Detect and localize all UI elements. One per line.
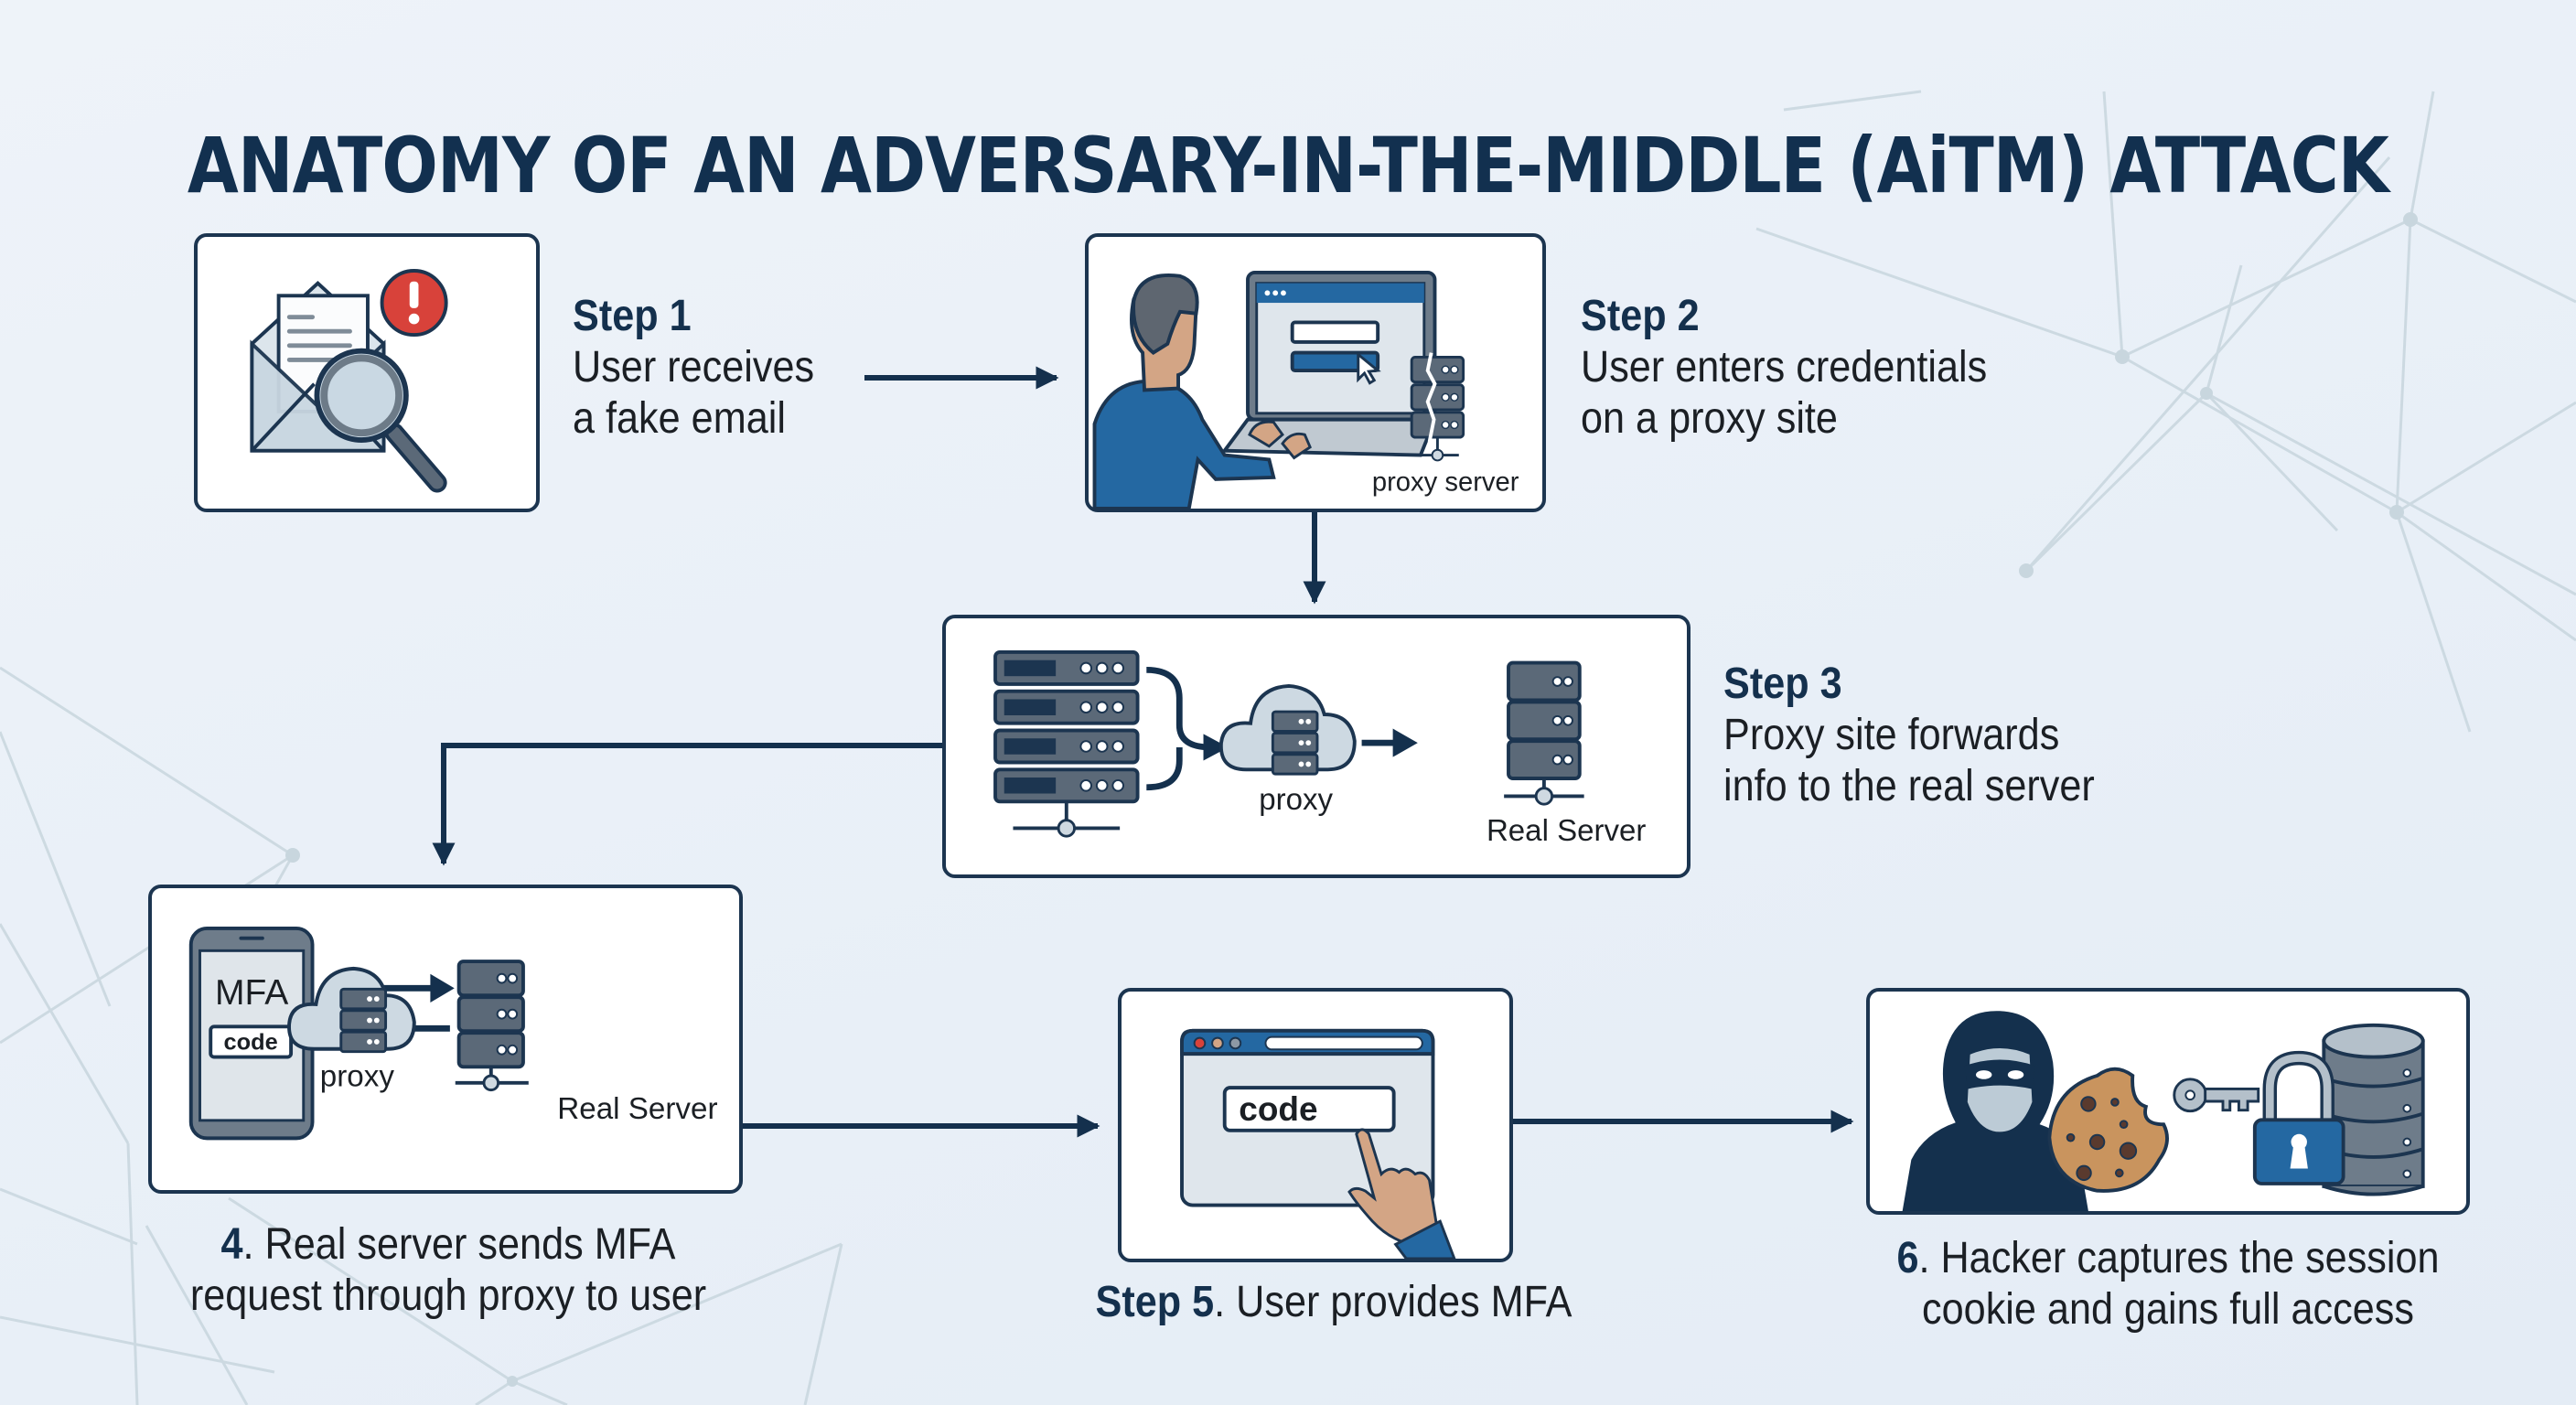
step1-heading: Step 1 xyxy=(573,292,692,340)
real-server-icon xyxy=(455,960,529,1092)
phone-icon: MFA code xyxy=(188,926,315,1141)
step2-description: Step 2 User enters credentials on a prox… xyxy=(1581,291,1987,445)
real-server-icon xyxy=(1504,660,1584,806)
step5-number: Step 5 xyxy=(1095,1278,1215,1326)
step6-description: 6. Hacker captures the session cookie an… xyxy=(1863,1233,2473,1335)
magnifier-icon xyxy=(314,348,447,493)
step6-number: 6 xyxy=(1896,1234,1919,1282)
alert-badge-icon xyxy=(380,269,448,338)
step6-line2: cookie and gains full access xyxy=(1922,1285,2414,1334)
step3-proxy-label: proxy xyxy=(1259,783,1333,817)
cursor-icon xyxy=(1357,351,1381,385)
step4-line1: . Real server sends MFA xyxy=(242,1220,676,1269)
page-title: ANATOMY OF AN ADVERSARY-IN-THE-MIDDLE (A… xyxy=(187,121,2389,211)
step3-illustration-card: proxy Real Server xyxy=(942,615,1690,878)
server-rack-icon xyxy=(993,650,1140,838)
step1-line1: User receives xyxy=(573,343,815,391)
step2-line1: User enters credentials xyxy=(1581,343,1988,391)
step1-line2: a fake email xyxy=(573,394,786,443)
cookie-icon xyxy=(2047,1067,2169,1193)
cloud-proxy-icon xyxy=(1219,683,1357,776)
step3-heading: Step 3 xyxy=(1723,660,1842,708)
step4-proxy-label: proxy xyxy=(320,1060,395,1094)
phone-mfa-label: MFA xyxy=(215,973,288,1013)
step3-line1: Proxy site forwards xyxy=(1723,711,2060,759)
step4-illustration-card: MFA code proxy R xyxy=(148,885,743,1194)
login-form-icon xyxy=(1290,320,1380,373)
step2-illustration-card: proxy server xyxy=(1085,233,1546,512)
step3-description: Step 3 Proxy site forwards info to the r… xyxy=(1723,659,2095,812)
step3-line2: info to the real server xyxy=(1723,762,2095,810)
step2-line2: on a proxy site xyxy=(1581,394,1838,443)
step1-description: Step 1 User receives a fake email xyxy=(573,291,814,445)
step5-line1: . User provides MFA xyxy=(1214,1278,1572,1326)
padlock-icon xyxy=(2252,1050,2345,1185)
user-at-laptop-icon xyxy=(1092,273,1312,509)
pointing-hand-icon xyxy=(1347,1128,1456,1259)
phone-code-label: code xyxy=(224,1030,278,1056)
hacker-icon xyxy=(1902,1011,2088,1211)
step4-number: 4 xyxy=(220,1220,243,1269)
step2-heading: Step 2 xyxy=(1581,292,1700,340)
step3-real-server-label: Real Server xyxy=(1487,814,1646,848)
laptop-icon xyxy=(1220,271,1438,457)
cracked-server-icon xyxy=(1410,352,1465,462)
step6-line1: . Hacker captures the session xyxy=(1918,1234,2440,1282)
code-input-field: code xyxy=(1222,1086,1396,1132)
key-icon xyxy=(2173,1078,2260,1113)
step5-illustration-card: code xyxy=(1118,988,1513,1262)
step4-description: 4. Real server sends MFA request through… xyxy=(144,1219,753,1322)
step4-line2: request through proxy to user xyxy=(189,1271,707,1320)
code-input-value: code xyxy=(1239,1090,1317,1128)
step4-real-server-label: Real Server xyxy=(557,1092,717,1126)
proxy-server-label: proxy server xyxy=(1372,468,1519,498)
step5-description: Step 5. User provides MFA xyxy=(1029,1277,1638,1328)
step1-illustration-card xyxy=(194,233,540,512)
step6-illustration-card xyxy=(1866,988,2470,1215)
cloud-proxy-icon xyxy=(287,966,416,1054)
